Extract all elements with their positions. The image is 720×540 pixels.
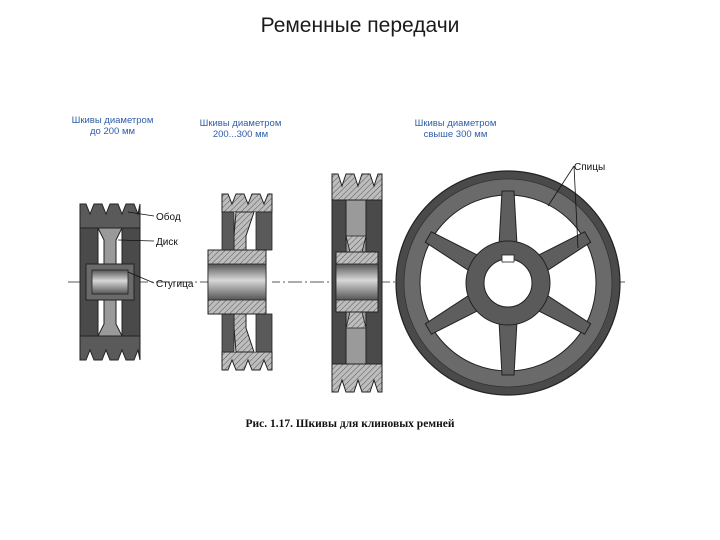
medium-pulley-side-top-right: [255, 211, 273, 251]
small-pulley-disk-top: [97, 227, 123, 265]
large-pulley-front: [395, 170, 621, 396]
caption-large-pulley: Шкивы диаметром свыше 300 мм: [398, 118, 513, 140]
caption-small-line1: Шкивы диаметром: [71, 115, 154, 126]
small-pulley-bore: [91, 269, 129, 295]
leader-spokes-2: [573, 165, 579, 249]
medium-pulley-side-top-left: [221, 211, 235, 251]
leader-rim: [127, 211, 155, 217]
medium-pulley-rim-top: [221, 193, 273, 213]
small-pulley-disk-bottom: [97, 299, 123, 337]
slide-title: Ременные передачи: [260, 14, 460, 37]
medium-pulley: [207, 193, 273, 371]
large-section-rim-top: [331, 173, 383, 201]
spoke: [498, 190, 518, 246]
medium-pulley-bore: [207, 263, 267, 301]
large-pulley-section: [331, 173, 383, 393]
label-disk: Диск: [156, 237, 178, 248]
leader-disk: [117, 239, 155, 242]
medium-pulley-rim-bottom: [221, 351, 273, 371]
medium-pulley-side-bottom-left: [221, 313, 235, 353]
caption-small-pulley: Шкивы диаметром до 200 мм: [55, 115, 170, 137]
small-pulley-rim-top: [79, 203, 141, 229]
large-front-bore: [483, 258, 533, 308]
large-front-keyway: [501, 254, 515, 263]
large-section-bore: [335, 263, 379, 301]
large-section-rim-bottom: [331, 363, 383, 393]
caption-medium-line2: 200...300 мм: [212, 129, 269, 140]
leader-hub: [127, 271, 155, 284]
medium-pulley-side-bottom-right: [255, 313, 273, 353]
caption-large-line1: Шкивы диаметром: [414, 118, 497, 129]
caption-medium-pulley: Шкивы диаметром 200...300 мм: [183, 118, 298, 140]
small-pulley: [79, 203, 141, 361]
caption-large-line2: свыше 300 мм: [423, 129, 488, 140]
large-section-spoke-cut-top: [345, 235, 367, 253]
caption-medium-line1: Шкивы диаметром: [199, 118, 282, 129]
figure-caption: Рис. 1.17. Шкивы для клиновых ремней: [245, 418, 455, 430]
small-pulley-rim-bottom: [79, 335, 141, 361]
large-front-spokes: [424, 190, 592, 376]
leader-spokes-1: [547, 165, 575, 207]
large-section-spoke-cut-bottom: [345, 311, 367, 329]
spoke: [498, 320, 518, 376]
label-spokes: Спицы: [574, 162, 605, 173]
label-rim: Обод: [156, 211, 181, 223]
caption-small-line2: до 200 мм: [89, 126, 136, 137]
label-hub: Стугица: [156, 279, 194, 290]
